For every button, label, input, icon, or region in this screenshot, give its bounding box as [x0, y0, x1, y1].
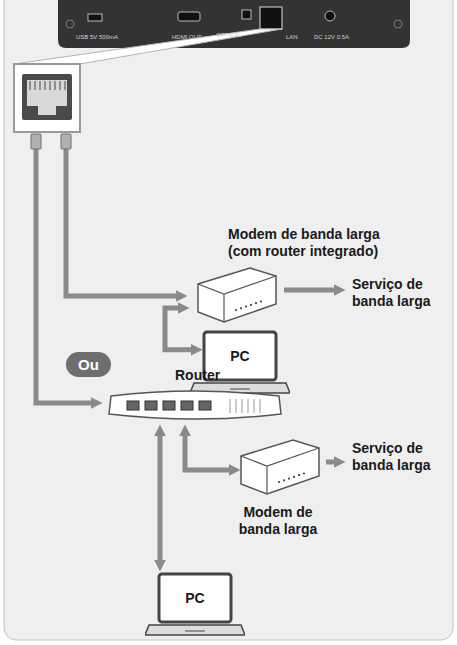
or-label: Ou [78, 356, 99, 373]
device-label: Modem de banda larga (com router integra… [228, 226, 400, 260]
pc-laptop: PC [145, 572, 245, 638]
zoom-wedge [14, 29, 282, 64]
cable-plugs [31, 134, 71, 149]
cables [36, 148, 336, 462]
port-label: OPTICAL [216, 31, 252, 40]
modem-outline [190, 264, 280, 326]
ethernet-cable [158, 434, 163, 562]
background-panel [4, 0, 453, 640]
router: Router [105, 388, 285, 424]
player-back-panel [58, 0, 410, 48]
device-label: PC [159, 574, 231, 622]
service-label: Serviço de banda larga [352, 440, 447, 474]
port-label: USB 5V 500mA [76, 33, 126, 42]
service-label: Serviço de banda larga [352, 276, 447, 310]
ethernet-cable [165, 308, 193, 350]
broadband-modem: Modem de banda larga [233, 436, 323, 498]
lan-port-zoom [14, 64, 80, 132]
port-label: DC 12V 0.5A [314, 33, 360, 42]
device-label: Modem de banda larga [228, 504, 328, 538]
port-label: LAN [286, 33, 306, 42]
modem-router: Modem de banda larga (com router integra… [190, 264, 280, 326]
pc-laptop: PC [190, 330, 290, 396]
or-badge: Ou [66, 352, 111, 377]
device-label: Router [175, 367, 255, 384]
port-label: HDMI OUT [172, 33, 212, 42]
router-outline [105, 388, 285, 424]
modem-outline [233, 436, 323, 498]
ethernet-cable [185, 434, 231, 470]
